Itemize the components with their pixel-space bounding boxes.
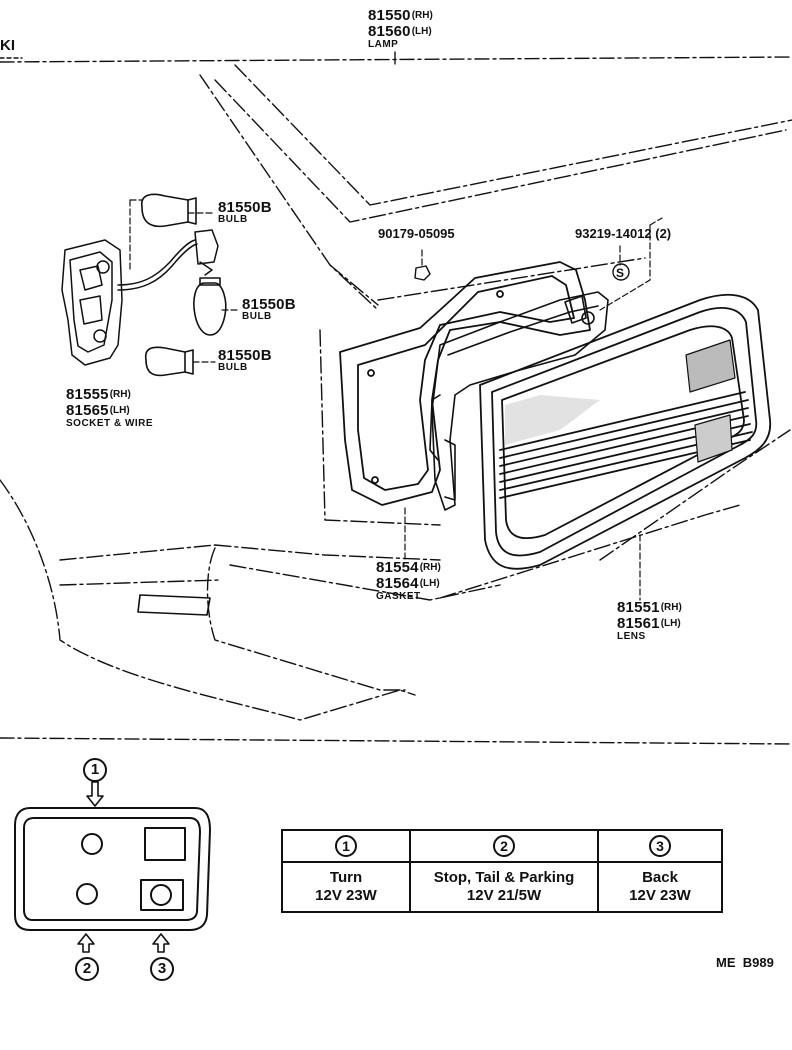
lamp-label: 81550(RH) 81560(LH) LAMP xyxy=(368,8,433,50)
bulb-label-1: 81550B BULB xyxy=(218,200,272,225)
lens-name: LENS xyxy=(617,631,646,642)
header-mark: 1 xyxy=(335,835,357,857)
lens-label: 81551(RH) 81561(LH) LENS xyxy=(617,600,682,642)
header-cell-1: 1 xyxy=(281,829,411,863)
lamp-rh: (RH) xyxy=(411,10,433,21)
socket-pn-lh: 81565 xyxy=(66,402,109,419)
lamp-name: LAMP xyxy=(368,39,399,50)
socket-name: SOCKET & WIRE xyxy=(66,418,154,429)
bulb-name: BULB xyxy=(218,214,248,225)
leader-lines xyxy=(129,199,663,601)
lamp-pn-lh: 81560 xyxy=(368,23,411,40)
bulb-use: Back xyxy=(642,869,678,886)
lens-shape xyxy=(479,293,772,570)
body-reflector xyxy=(137,594,211,616)
socket-label: 81555(RH) 81565(LH) SOCKET & WIRE xyxy=(66,387,153,429)
car-body-outline xyxy=(0,64,792,721)
position-mark-3: 3 xyxy=(150,957,174,981)
bulb-pn: 81550B xyxy=(218,199,272,216)
gasket-rh: (RH) xyxy=(419,562,441,573)
fastener-shapes xyxy=(414,263,630,281)
bulb-spec: 12V 21/5W xyxy=(466,887,542,904)
gasket-lh: (LH) xyxy=(419,578,440,589)
lens-rh: (RH) xyxy=(660,602,682,613)
lens-pn-lh: 81561 xyxy=(617,615,660,632)
lens-pn-rh: 81551 xyxy=(617,599,660,616)
header-mark: 2 xyxy=(493,835,515,857)
bulb-spec: 12V 23W xyxy=(315,887,377,904)
bulb-pn: 81550B xyxy=(218,347,272,364)
bulb-label-2: 81550B BULB xyxy=(242,297,296,322)
bulb-use: Stop, Tail & Parking xyxy=(433,869,575,886)
socket-pn-rh: 81555 xyxy=(66,386,109,403)
lamp-lh: (LH) xyxy=(411,26,432,37)
header-cell-2: 2 xyxy=(409,829,599,863)
lamp-face-diagram xyxy=(14,807,211,931)
page-ref: KI xyxy=(0,37,15,54)
bulb-name: BULB xyxy=(242,311,272,322)
lens-lh: (LH) xyxy=(660,618,681,629)
gasket-pn-rh: 81554 xyxy=(376,559,419,576)
position-arrows xyxy=(77,781,170,953)
gasket-label: 81554(RH) 81564(LH) GASKET xyxy=(376,560,441,602)
socket-rh: (RH) xyxy=(109,389,131,400)
bulb-pn: 81550B xyxy=(242,296,296,313)
position-mark-1: 1 xyxy=(83,758,107,782)
bulb-spec: 12V 23W xyxy=(629,887,691,904)
bulb-name: BULB xyxy=(218,362,248,373)
lamp-pn-rh: 81550 xyxy=(368,7,411,24)
drawing-code: ME B989 xyxy=(716,955,774,970)
socket-wire-shape xyxy=(61,229,219,366)
header-mark: 3 xyxy=(649,835,671,857)
gasket-shape xyxy=(339,261,591,506)
fastener-a-label: 90179-05095 xyxy=(378,226,455,241)
lamp-housing-shape xyxy=(429,291,609,511)
header-cell-3: 3 xyxy=(597,829,723,863)
socket-lh: (LH) xyxy=(109,405,130,416)
svg-text:S: S xyxy=(616,266,624,280)
table-header-row: 1 2 3 xyxy=(281,829,723,863)
position-mark-2: 2 xyxy=(75,957,99,981)
gasket-name: GASKET xyxy=(376,591,421,602)
gasket-pn-lh: 81564 xyxy=(376,575,419,592)
bulb-label-3: 81550B BULB xyxy=(218,348,272,373)
bulb-use: Turn xyxy=(329,869,363,886)
fastener-b-label: 93219-14012 (2) xyxy=(575,226,672,241)
bulb-shapes xyxy=(140,193,227,377)
